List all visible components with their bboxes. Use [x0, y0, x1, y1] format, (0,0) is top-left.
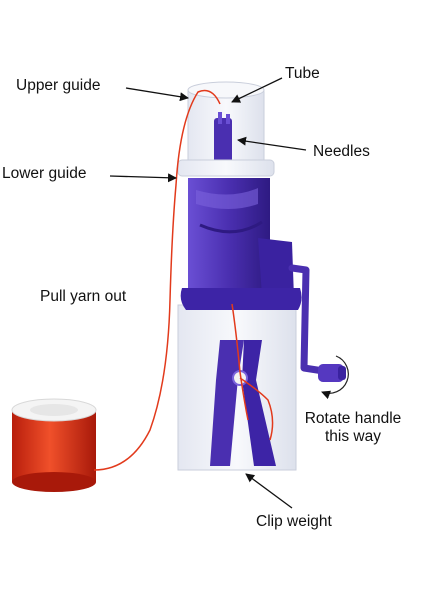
machine-body: [180, 178, 302, 310]
clip-weight-arrow: [245, 473, 293, 509]
tube-collar: [177, 159, 275, 177]
upper-guide-arrow: [125, 87, 189, 102]
crank-handle[interactable]: [288, 264, 346, 382]
needles-arrow: [237, 136, 307, 151]
clip-weight: [210, 340, 276, 466]
yarn-spool: [11, 398, 97, 492]
clip-weight-label: Clip weight: [256, 513, 332, 530]
rotate-handle-line1: Rotate handle: [304, 410, 402, 427]
tube-label: Tube: [285, 65, 320, 82]
lower-guide-arrow: [109, 173, 177, 183]
rotate-handle-line2: this way: [325, 427, 381, 445]
annotation-arrows: [109, 77, 307, 509]
rotate-handle-label: Rotate handle this way: [298, 410, 408, 446]
yarn-strand: [93, 89, 274, 471]
pull-yarn-out-label: Pull yarn out: [40, 288, 127, 305]
needles: [214, 112, 232, 170]
rotate-direction-arrow: [321, 355, 349, 400]
upper-guide-label: Upper guide: [16, 77, 101, 94]
lower-guide-label: Lower guide: [2, 165, 87, 182]
needles-label: Needles: [313, 143, 370, 160]
tube-arrow: [231, 77, 283, 103]
